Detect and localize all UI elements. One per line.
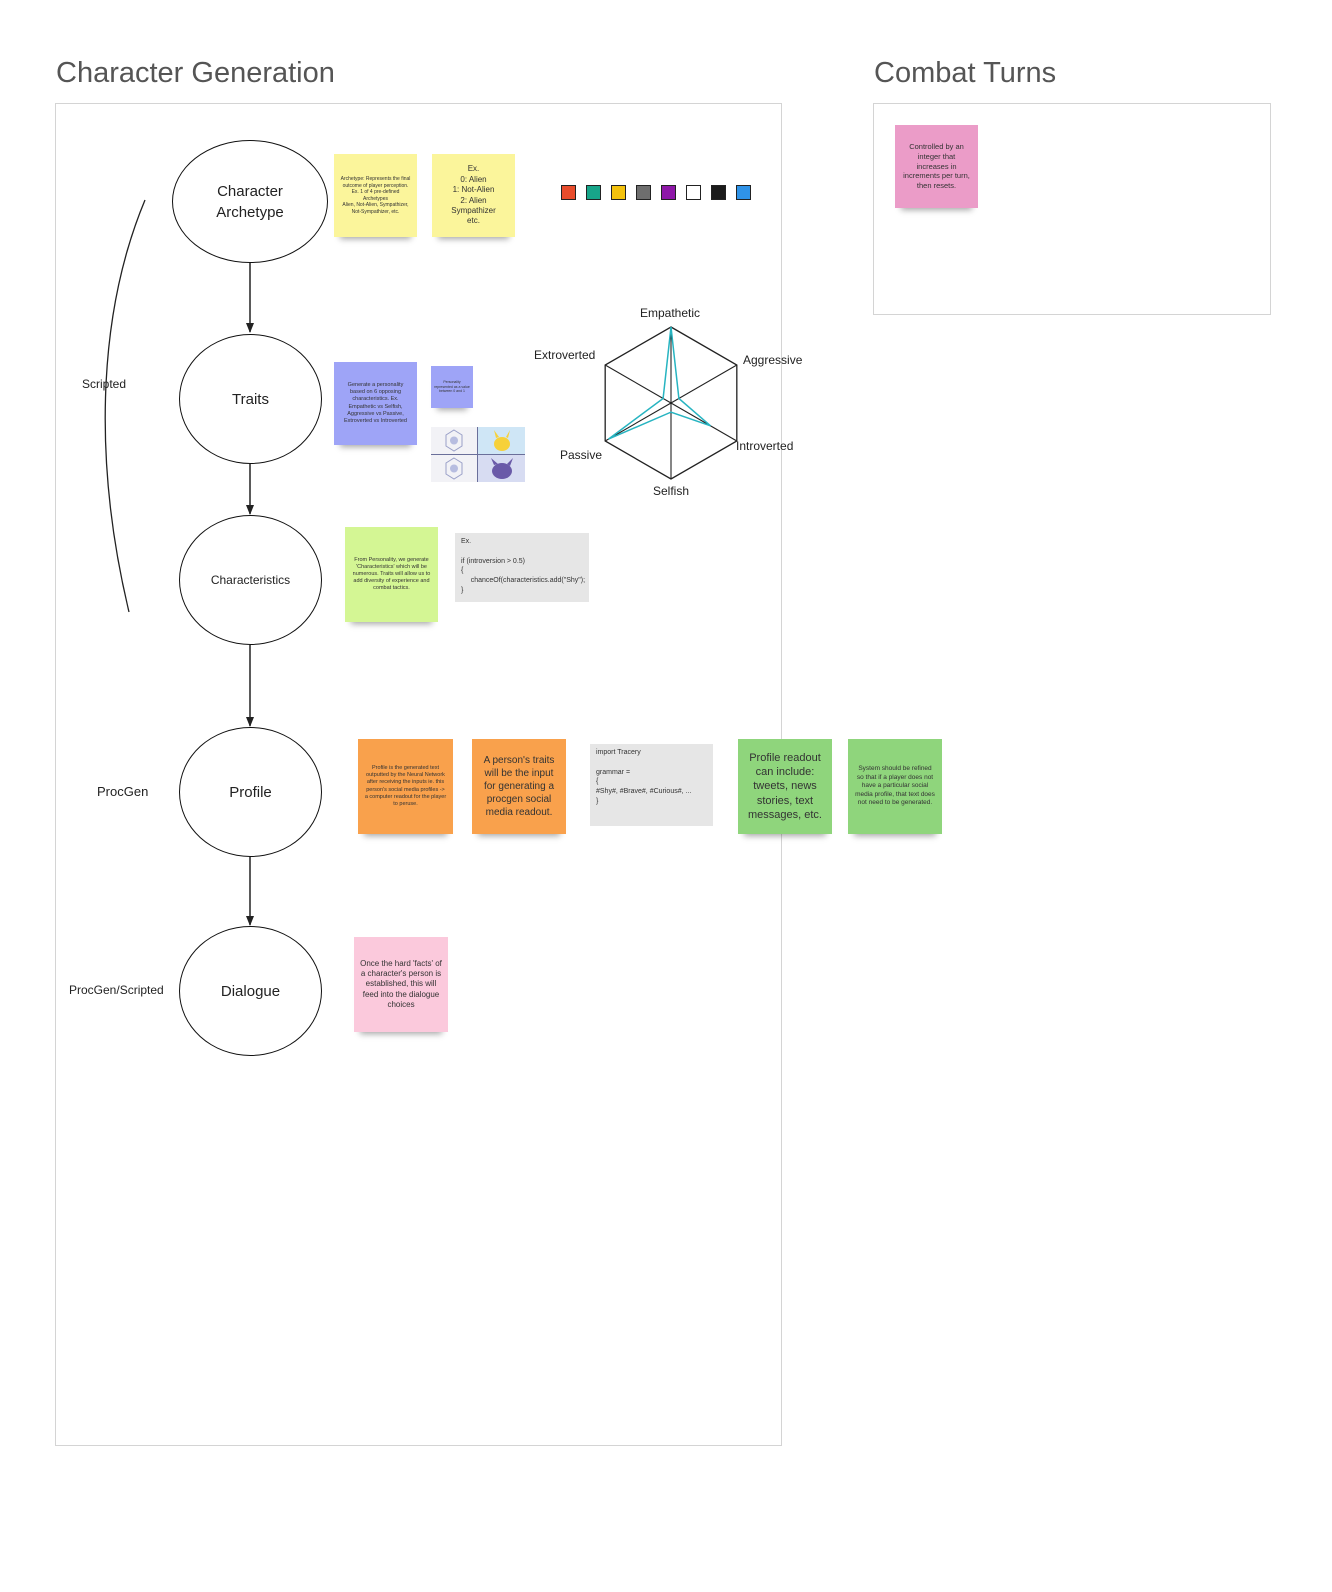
sticky-characteristics-note-text: From Personality, we generate 'Character… [352, 556, 431, 592]
sticky-traits-small[interactable]: Personality represented as a value betwe… [431, 366, 473, 408]
side-label-procgen: ProcGen [97, 784, 149, 799]
sticky-traits-small-text: Personality represented as a value betwe… [434, 380, 470, 394]
thumbnail-divider-v [477, 427, 478, 482]
sticky-profile-input-text: A person's traits will be the input for … [483, 755, 555, 818]
code-characteristics-text: Ex. if (introversion > 0.5) { chanceOf(c… [461, 538, 586, 594]
sticky-combat-note-text: Controlled by an integer that increases … [903, 142, 970, 191]
sticky-traits-note[interactable]: Generate a personality based on 6 opposi… [334, 362, 417, 445]
sticky-dialogue-note[interactable]: Once the hard 'facts' of a character's p… [354, 937, 448, 1032]
node-profile[interactable]: Profile [179, 727, 322, 857]
radar-axis-extroverted [604, 364, 672, 404]
sticky-dialogue-note-text: Once the hard 'facts' of a character's p… [360, 958, 442, 1010]
sticky-characteristics-note[interactable]: From Personality, we generate 'Character… [345, 527, 438, 622]
side-label-procgen-scripted: ProcGen/Scripted [69, 983, 164, 997]
sticky-traits-note-text: Generate a personality based on 6 opposi… [344, 382, 407, 424]
scripted-bracket[interactable] [104, 199, 146, 613]
radar-label-passive: Passive [560, 448, 603, 462]
sticky-archetype-note-text: Archetype: Represents the final outcome … [340, 176, 411, 215]
node-traits-label: Traits [232, 390, 269, 408]
sticky-profile-input[interactable]: A person's traits will be the input for … [472, 739, 566, 834]
node-character-archetype-label: Character Archetype [216, 182, 284, 221]
radar-personality-shape [608, 326, 711, 440]
swatch-red[interactable] [561, 185, 576, 200]
radar-axis-passive [604, 402, 672, 442]
swatch-gray[interactable] [636, 185, 651, 200]
node-traits[interactable]: Traits [179, 334, 322, 464]
sticky-profile-note-text: Profile is the generated text outputted … [364, 765, 447, 807]
sticky-archetype-example-text: Ex. 0: Alien 1: Not-Alien 2: Alien Sympa… [451, 164, 496, 226]
combat-turns-frame[interactable] [873, 103, 1271, 315]
swatch-teal[interactable] [586, 185, 601, 200]
radar-label-aggressive: Aggressive [743, 353, 803, 367]
character-generation-title: Character Generation [56, 57, 335, 89]
sticky-archetype-example[interactable]: Ex. 0: Alien 1: Not-Alien 2: Alien Sympa… [432, 154, 515, 237]
swatch-black[interactable] [711, 185, 726, 200]
node-character-archetype[interactable]: Character Archetype [172, 140, 328, 263]
swatch-yellow[interactable] [611, 185, 626, 200]
radar-chart-icon [431, 427, 478, 454]
node-dialogue-label: Dialogue [220, 982, 281, 1000]
code-profile-text: import Tracery grammar = { #Shy#, #Brave… [596, 749, 692, 805]
sticky-archetype-note[interactable]: Archetype: Represents the final outcome … [334, 154, 417, 237]
thumbnail-divider-h [431, 454, 525, 455]
thumbnail-grid[interactable] [431, 427, 525, 482]
node-characteristics[interactable]: Characteristics [179, 515, 322, 645]
swatch-white[interactable] [686, 185, 701, 200]
sticky-profile-refine[interactable]: System should be refined so that if a pl… [848, 739, 942, 834]
sticky-profile-readout-text: Profile readout can include: tweets, new… [748, 751, 822, 821]
radar-axis-aggressive [670, 364, 738, 404]
sticky-profile-readout[interactable]: Profile readout can include: tweets, new… [738, 739, 832, 834]
radar-axis-introverted [670, 402, 738, 442]
pikachu-image [478, 427, 525, 454]
sticky-combat-note[interactable]: Controlled by an integer that increases … [895, 125, 978, 208]
side-label-scripted: Scripted [82, 377, 127, 391]
swatch-blue[interactable] [736, 185, 751, 200]
radar-label-extroverted: Extroverted [534, 348, 596, 362]
radar-chart-icon-graphic [445, 457, 463, 480]
gengar-image-graphic [491, 458, 513, 479]
sticky-profile-refine-text: System should be refined so that if a pl… [855, 765, 935, 807]
node-characteristics-label: Characteristics [210, 573, 291, 587]
node-dialogue[interactable]: Dialogue [179, 926, 322, 1056]
sticky-profile-note[interactable]: Profile is the generated text outputted … [358, 739, 453, 834]
radar-label-empathetic: Empathetic [640, 306, 701, 320]
radar-chart-icon [431, 455, 478, 482]
node-profile-label: Profile [229, 783, 272, 801]
radar-chart-icon-graphic [445, 429, 463, 452]
combat-turns-title: Combat Turns [874, 57, 1057, 89]
radar-label-selfish: Selfish [653, 484, 690, 498]
swatch-purple[interactable] [661, 185, 676, 200]
gengar-image [478, 455, 525, 482]
code-profile[interactable]: import Tracery grammar = { #Shy#, #Brave… [590, 744, 713, 826]
radar-label-introverted: Introverted [736, 439, 794, 453]
pikachu-image-graphic [494, 430, 510, 451]
code-characteristics[interactable]: Ex. if (introversion > 0.5) { chanceOf(c… [455, 533, 589, 602]
